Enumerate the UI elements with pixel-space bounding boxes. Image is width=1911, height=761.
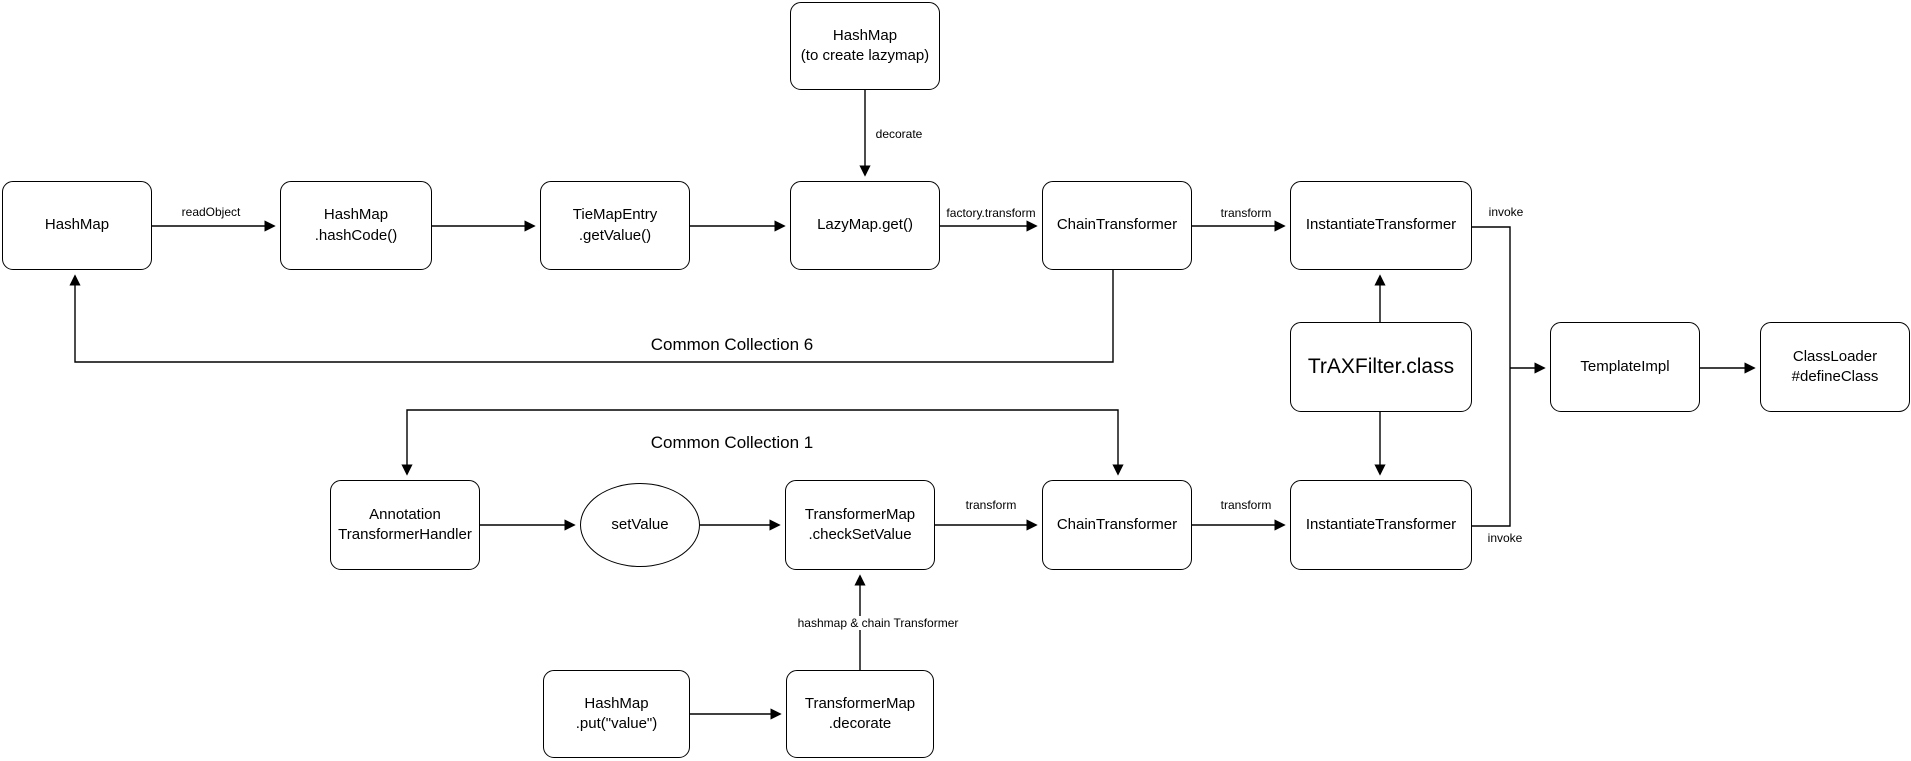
node-hashmap-put-value: HashMap .put("value") — [543, 670, 690, 758]
edge-cc6-loop — [69, 270, 1114, 363]
node-templateimpl-label: TemplateImpl — [1580, 357, 1670, 375]
edge-label-decorate: decorate — [872, 127, 926, 141]
edge-label-hashmap-chain-transformer: hashmap & chain Transformer — [794, 616, 962, 630]
node-traxfilter-class-label: TrAXFilter.class — [1307, 354, 1455, 378]
node-chaintransformer-cc6-label: ChainTransformer — [1056, 216, 1178, 234]
node-hashmap-lazymap-source-label: HashMap (to create lazymap) — [800, 26, 930, 64]
edge-label-transform-row2-a: transform — [962, 498, 1020, 512]
node-transformermap-checksetvalue: TransformerMap .checkSetValue — [785, 480, 935, 570]
node-tiemapentry-getvalue: TieMapEntry .getValue() — [540, 181, 690, 270]
node-instantiatetransformer-cc1: InstantiateTransformer — [1290, 480, 1472, 570]
node-hashmap-hashcode: HashMap .hashCode() — [280, 181, 432, 270]
node-instantiatetransformer-cc6: InstantiateTransformer — [1290, 181, 1472, 270]
edge-label-factory-transform: factory.transform — [943, 206, 1039, 220]
node-instantiatetransformer-cc1-label: InstantiateTransformer — [1305, 515, 1457, 533]
node-chaintransformer-cc1: ChainTransformer — [1042, 480, 1192, 570]
edge-label-transform-row2-b: transform — [1217, 498, 1275, 512]
label-common-collection-6: Common Collection 6 — [650, 335, 814, 354]
node-transformermap-decorate-label: TransformerMap .decorate — [804, 694, 916, 732]
edge-label-invoke-bottom: invoke — [1484, 531, 1526, 545]
node-annotation-transformerhandler: Annotation TransformerHandler — [330, 480, 480, 570]
node-chaintransformer-cc6: ChainTransformer — [1042, 181, 1192, 270]
node-instantiatetransformer-cc6-label: InstantiateTransformer — [1305, 216, 1457, 234]
node-hashmap-cc6-label: HashMap — [44, 216, 110, 234]
node-traxfilter-class: TrAXFilter.class — [1290, 322, 1472, 412]
node-hashmap-hashcode-label: HashMap .hashCode() — [314, 206, 398, 244]
node-chaintransformer-cc1-label: ChainTransformer — [1056, 515, 1178, 533]
node-transformermap-checksetvalue-label: TransformerMap .checkSetValue — [804, 505, 916, 543]
node-classloader-defineclass-label: ClassLoader #defineClass — [1791, 347, 1879, 385]
edge-label-transform-row1: transform — [1217, 206, 1275, 220]
node-lazymap-get: LazyMap.get() — [790, 181, 940, 270]
node-annotation-transformerhandler-label: Annotation TransformerHandler — [338, 505, 472, 543]
node-setvalue: setValue — [580, 483, 700, 567]
node-tiemapentry-getvalue-label: TieMapEntry .getValue() — [572, 206, 658, 244]
node-classloader-defineclass: ClassLoader #defineClass — [1760, 322, 1910, 412]
edge-label-readobject: readObject — [178, 205, 244, 219]
node-hashmap-cc6: HashMap — [2, 181, 152, 270]
node-transformermap-decorate: TransformerMap .decorate — [786, 670, 934, 758]
node-templateimpl: TemplateImpl — [1550, 322, 1700, 412]
node-hashmap-put-value-label: HashMap .put("value") — [575, 694, 658, 732]
node-setvalue-label: setValue — [611, 515, 669, 533]
node-lazymap-get-label: LazyMap.get() — [817, 216, 913, 234]
edge-label-invoke-top: invoke — [1485, 205, 1527, 219]
label-common-collection-1: Common Collection 1 — [650, 433, 814, 452]
edge-invoke-rail — [1472, 226, 1511, 527]
node-hashmap-lazymap-source: HashMap (to create lazymap) — [790, 2, 940, 90]
